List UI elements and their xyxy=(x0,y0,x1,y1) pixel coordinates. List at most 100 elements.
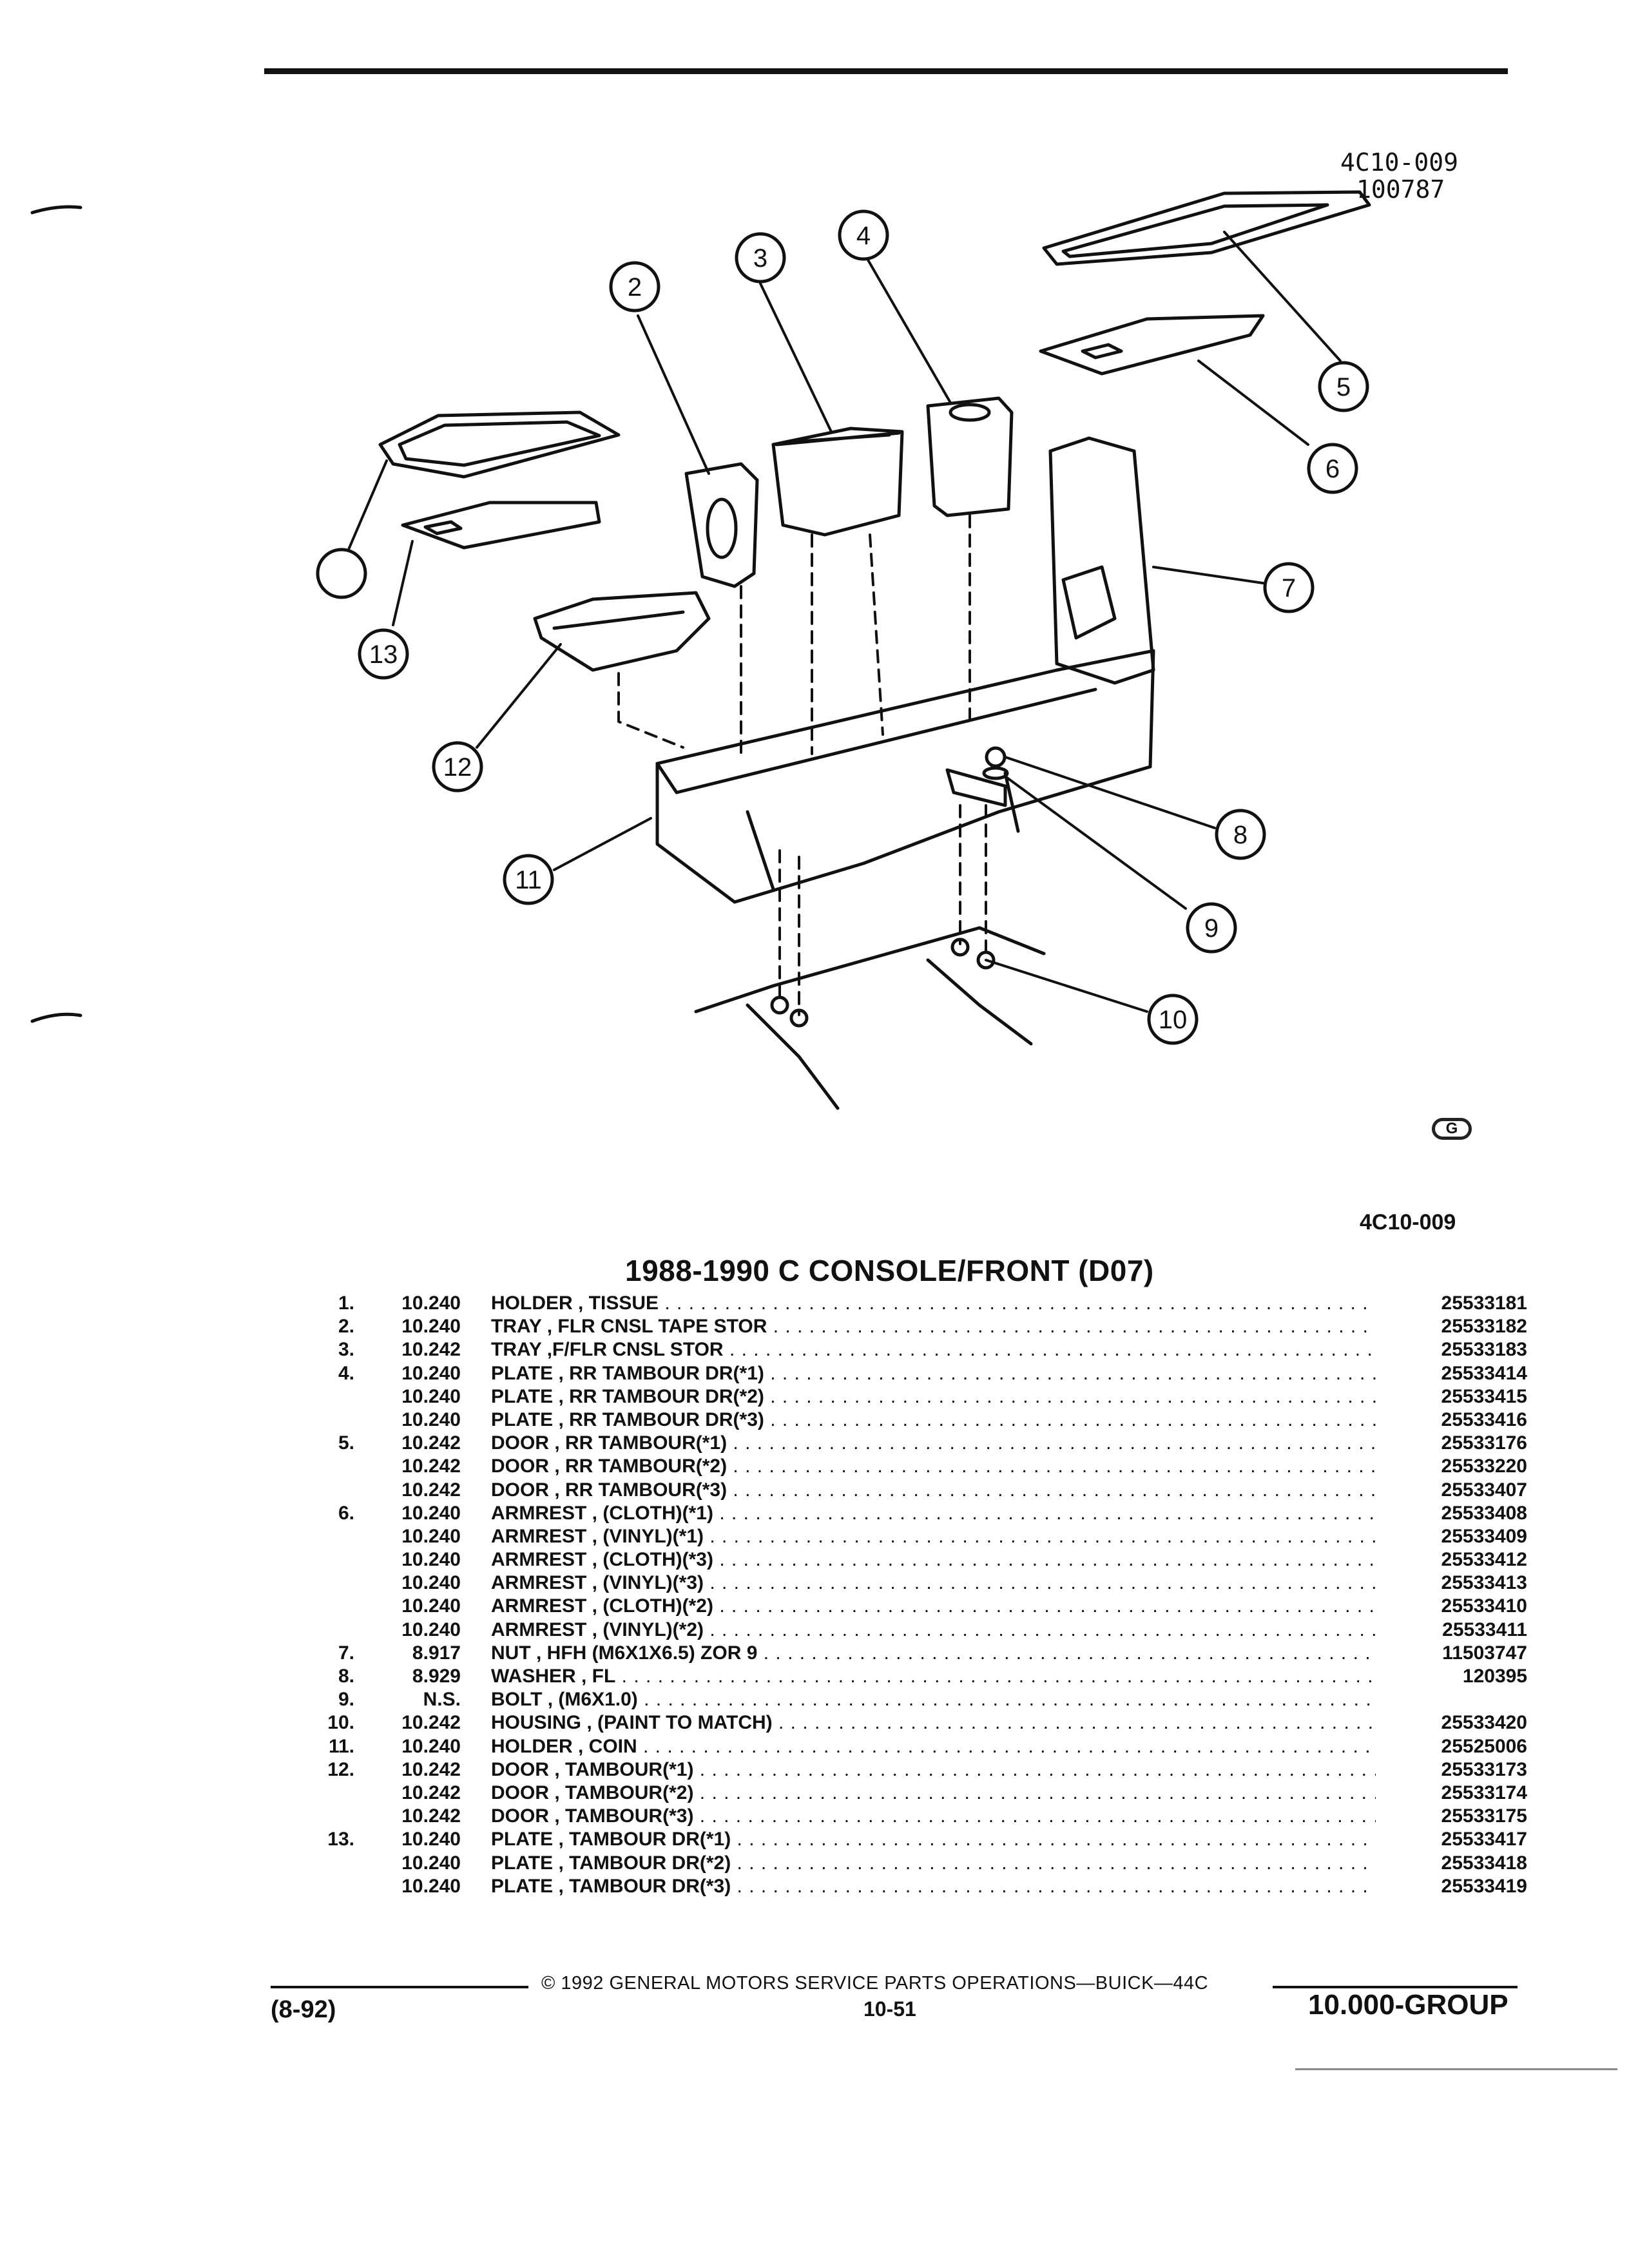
part-description: HOLDER , COIN xyxy=(491,1735,1376,1758)
footer-rule-left xyxy=(271,1986,528,1988)
part-description: ARMREST , (VINYL)(*2) xyxy=(491,1619,1376,1642)
part-number: 25533407 xyxy=(1441,1479,1527,1501)
figure-reference: 4C10-009 xyxy=(1360,1210,1456,1235)
group-number: 10.242 xyxy=(401,1712,461,1734)
margin-mark-1 xyxy=(30,205,82,215)
callout-number: 6 xyxy=(1325,455,1340,483)
part-number: 25533409 xyxy=(1441,1525,1527,1547)
group-number: 10.240 xyxy=(401,1829,461,1850)
part-number: 25533418 xyxy=(1441,1852,1527,1874)
part-11-coin-holder xyxy=(533,591,711,672)
callout-bubbles xyxy=(316,209,1369,1045)
part-13-plate xyxy=(378,410,621,479)
bottom-rule xyxy=(1295,2068,1617,2070)
assembly-lines xyxy=(617,514,987,1016)
part-description: DOOR , RR TAMBOUR(*3) xyxy=(491,1479,1376,1502)
part-description: DOOR , TAMBOUR(*3) xyxy=(491,1805,1376,1828)
part-number: 25533220 xyxy=(1441,1456,1527,1477)
callout-number: 4 xyxy=(856,222,871,250)
part-number: 25533175 xyxy=(1441,1805,1527,1827)
callout-4 xyxy=(1318,361,1369,412)
callout-7 xyxy=(1215,809,1266,860)
gm-logo-mark: G xyxy=(1432,1118,1472,1140)
group-number: 10.240 xyxy=(401,1502,461,1524)
callout-number: 8 xyxy=(1233,821,1248,849)
callout-number: 9 xyxy=(1204,914,1219,943)
part-index: 7. xyxy=(338,1642,354,1664)
part-description: ARMREST , (VINYL)(*1) xyxy=(491,1525,1376,1548)
part-number: 25533183 xyxy=(1441,1339,1527,1361)
part-12-door xyxy=(401,501,601,550)
group-number: 10.242 xyxy=(401,1479,461,1501)
part-description: PLATE , RR TAMBOUR DR(*1) xyxy=(491,1362,1376,1385)
part-description: HOUSING , (PAINT TO MATCH) xyxy=(491,1711,1376,1735)
part-index: 2. xyxy=(338,1316,354,1338)
part-description: PLATE , RR TAMBOUR DR(*3) xyxy=(491,1408,1376,1432)
group-number: 10.240 xyxy=(401,1293,461,1314)
part-description: ARMREST , (VINYL)(*3) xyxy=(491,1571,1376,1595)
part-index: 13. xyxy=(327,1829,354,1850)
part-5-door xyxy=(1039,314,1265,376)
header-rule xyxy=(264,68,1508,74)
parts-row: 10.242 DOOR , RR TAMBOUR(*3) 25533407 xyxy=(303,1479,1527,1502)
group-number: 10.242 xyxy=(401,1456,461,1477)
parts-row: 9.N.S.BOLT , (M6X1.0) xyxy=(303,1688,1527,1711)
callout-9 xyxy=(1147,994,1199,1045)
figure-code: 4C10-009 xyxy=(1340,148,1459,177)
group-number: 10.240 xyxy=(401,1316,461,1338)
footer-rule-right xyxy=(1273,1986,1518,1988)
group-number: 10.242 xyxy=(401,1758,461,1780)
part-index: 5. xyxy=(338,1432,354,1454)
part-description: TRAY ,F/FLR CNSL STOR xyxy=(491,1338,1376,1361)
part-description: DOOR , RR TAMBOUR(*1) xyxy=(491,1432,1376,1455)
part-number: 25533420 xyxy=(1441,1712,1527,1734)
part-index: 6. xyxy=(338,1502,354,1524)
callout-10 xyxy=(503,854,554,905)
group-number: 10.240 xyxy=(401,1619,461,1640)
part-number: 11503747 xyxy=(1442,1642,1527,1664)
part-1-tissue-holder xyxy=(684,462,759,588)
callout-11 xyxy=(432,741,483,793)
callout-number: 3 xyxy=(753,244,767,273)
part-number: 25533176 xyxy=(1441,1432,1527,1454)
part-3-stor-tray xyxy=(926,396,1014,517)
callout-number: 2 xyxy=(628,273,642,302)
part-index: 8. xyxy=(338,1666,354,1687)
group-number: 10.240 xyxy=(401,1595,461,1617)
part-index: 11. xyxy=(328,1735,354,1757)
callout-1 xyxy=(609,261,660,312)
part-number: 25533417 xyxy=(1441,1829,1527,1850)
callout-5 xyxy=(1307,443,1358,494)
page-number: 10-51 xyxy=(863,1997,916,2021)
margin-mark-2 xyxy=(30,1012,82,1023)
part-9-floor-bolts xyxy=(694,926,1046,1110)
part-number: 25533182 xyxy=(1441,1316,1527,1338)
part-number: 25533174 xyxy=(1441,1782,1527,1803)
group-number: 10.240 xyxy=(401,1549,461,1571)
part-number: 25533408 xyxy=(1441,1502,1527,1524)
part-4-plate xyxy=(1042,190,1371,266)
part-description: WASHER , FL xyxy=(491,1665,1376,1688)
part-description: ARMREST , (CLOTH)(*1) xyxy=(491,1502,1376,1525)
group-number: 10.240 xyxy=(401,1735,461,1757)
group-label: 10.000-GROUP xyxy=(1308,1989,1509,2021)
callout-number: 11 xyxy=(515,866,542,894)
group-number: N.S. xyxy=(423,1689,461,1711)
part-10-housing xyxy=(655,649,1155,904)
